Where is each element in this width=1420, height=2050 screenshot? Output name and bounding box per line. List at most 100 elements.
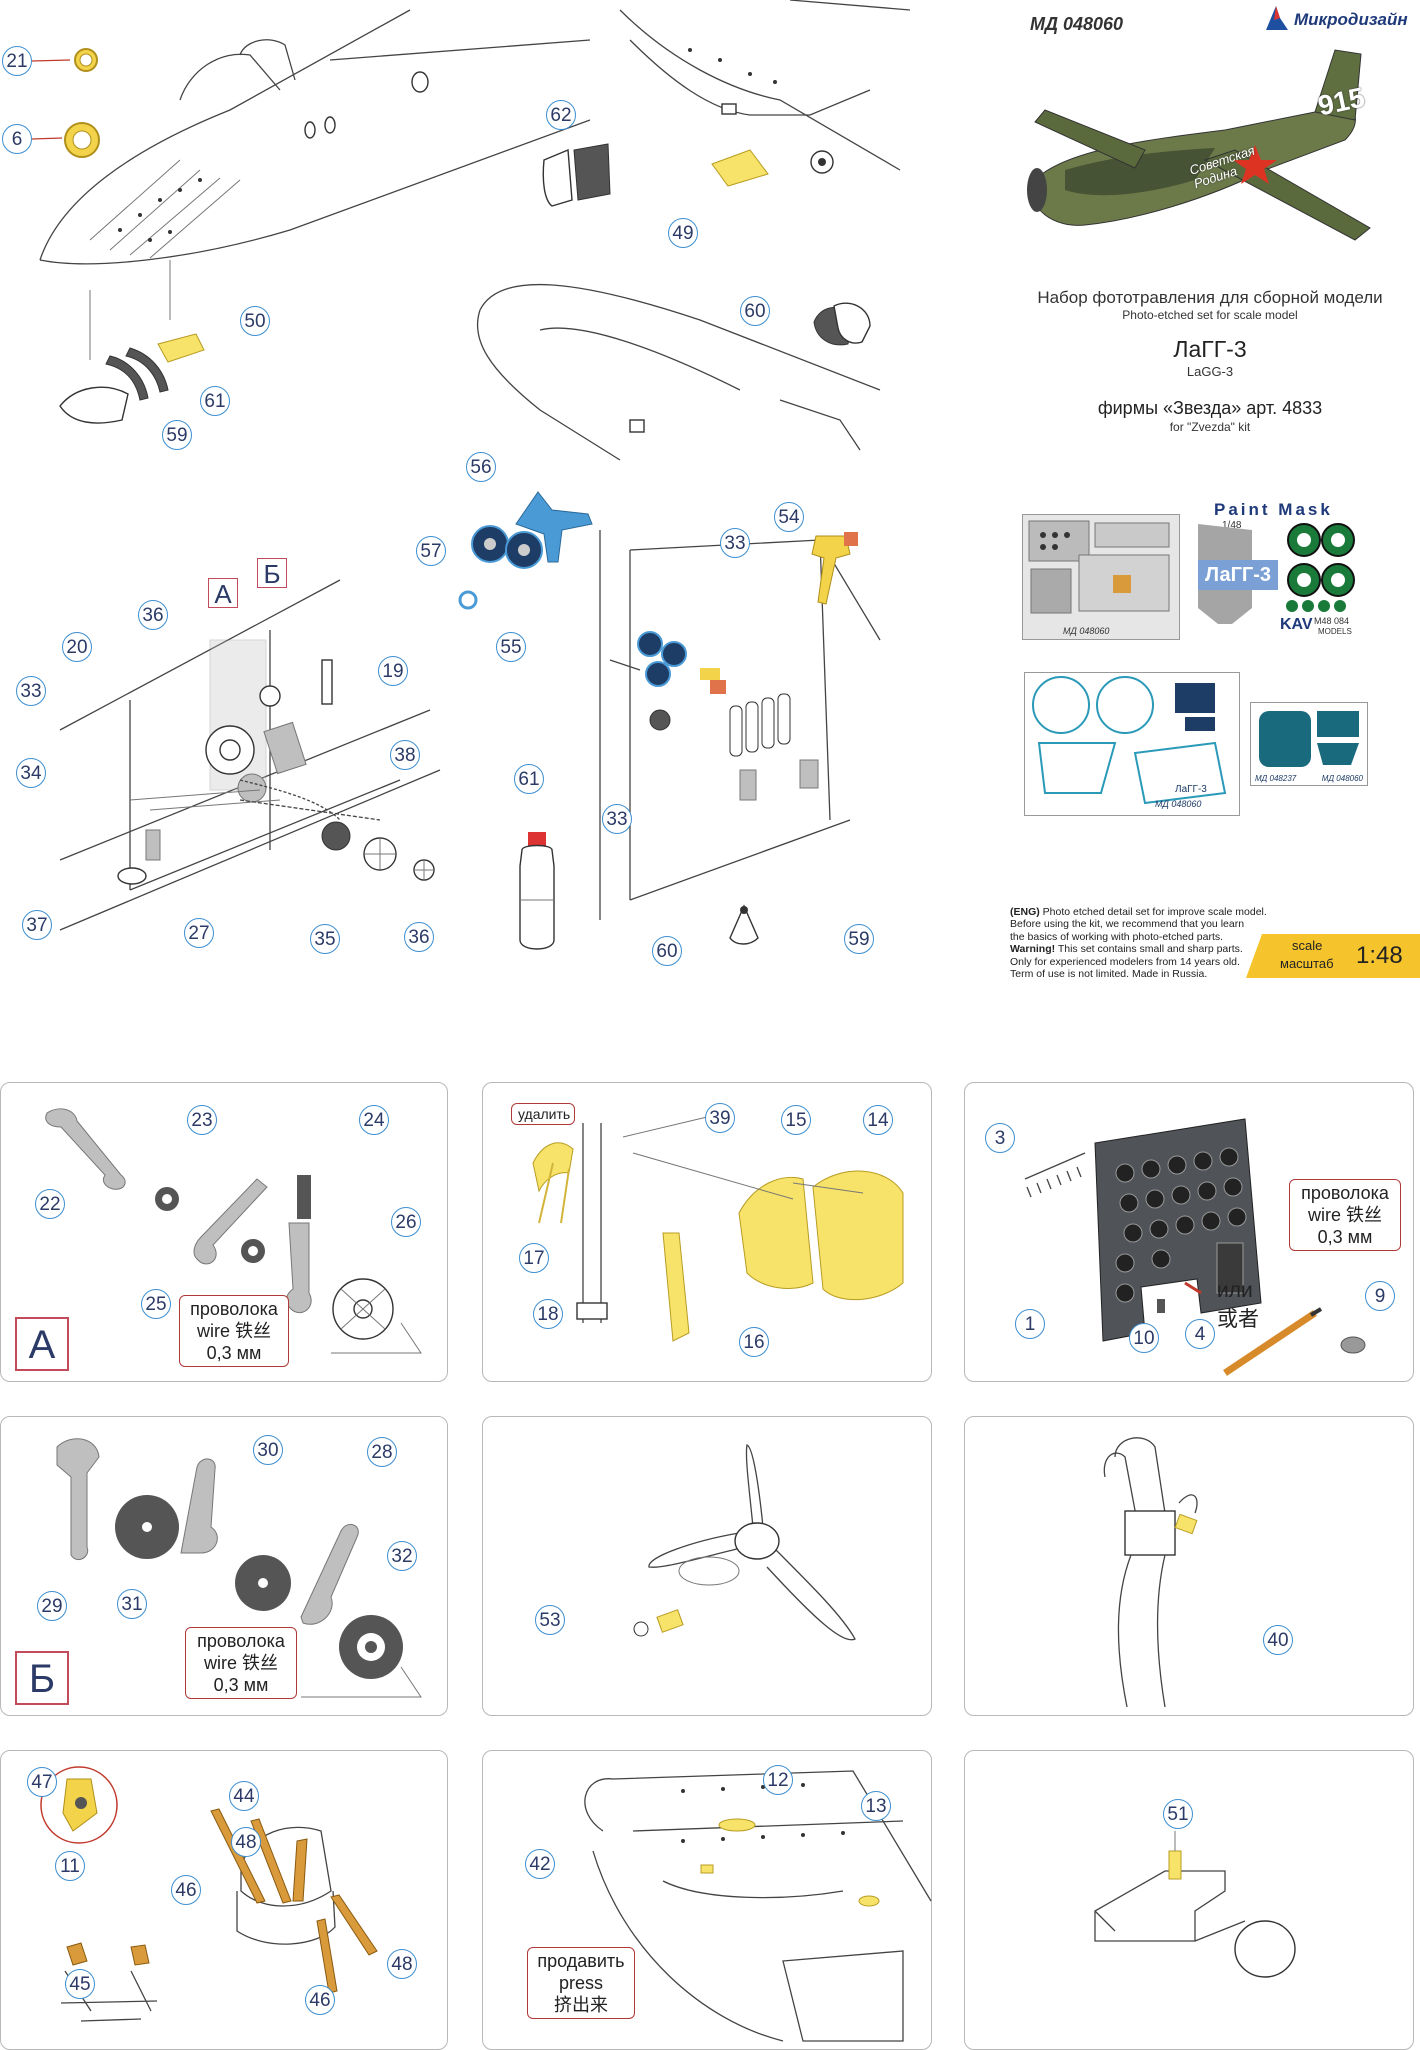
part-56-bracket [515,491,593,563]
aircraft-illustration [1027,49,1371,241]
notice-line-4-text: This set contains small and sharp parts. [1055,943,1243,956]
scale-value: 1:48 [1356,942,1403,969]
panel-cowling-drawing [584,1770,932,2042]
or-note-ru: или [1217,1279,1253,1302]
notice-text: (ENG) Photo etched detail set for improv… [1010,906,1270,980]
part-60-small [729,904,759,945]
model-name-ru: ЛаГГ-3 [1173,336,1247,362]
callout-60b: 60 [652,936,682,966]
wire-ru-2: проволока [1301,1183,1389,1203]
callout-14: 14 [863,1105,893,1135]
wire-ru-3: проволока [197,1631,285,1651]
notice-warning-tag: Warning! [1010,943,1056,956]
wing-drawing [476,283,881,461]
callout-40: 40 [1263,1625,1293,1655]
scale-badge: scale масштаб 1:48 [1246,934,1420,978]
callout-19: 19 [378,656,408,686]
panel-b-drawing [56,1438,422,1698]
wire-en-cn: wire 铁丝 [186,1320,282,1342]
section-letter-b: Б [257,558,287,589]
callout-4: 4 [1185,1319,1215,1349]
notice-line-6: Term of use is not limited. Made in Russ… [1010,968,1208,981]
wire-ru: проволока [190,1299,278,1319]
set-title-en: Photo-etched set for scale model [1122,308,1298,322]
wire-note-a: проволока wire 铁丝 0,3 мм [179,1295,289,1367]
callout-53: 53 [535,1605,565,1635]
wire-note-b: проволока wire 铁丝 0,3 мм [185,1627,297,1699]
pe-fret2-thumbnail: МД 048060 ЛаГГ-3 [1024,672,1240,816]
notice-line-4: Warning! This set contains small and sha… [1010,943,1270,955]
pe-fret-label: МД 048060 [1063,626,1110,636]
callout-60: 60 [740,296,770,326]
remove-note: удалить [511,1103,575,1125]
press-cn: 挤出来 [554,1995,608,2015]
callout-36b: 36 [404,922,434,952]
model-name-en: LaGG-3 [1186,364,1234,379]
callout-48: 48 [231,1827,261,1857]
callout-24: 24 [359,1105,389,1135]
callout-33c: 33 [602,804,632,834]
callout-15: 15 [781,1105,811,1135]
wire-en-2: wire [1307,1205,1341,1225]
callout-62: 62 [546,100,576,130]
part-49-plate [711,149,769,187]
callout-33: 33 [16,676,46,706]
press-ru: продавить [537,1951,625,1971]
callout-49: 49 [668,218,698,248]
callout-23: 23 [187,1105,217,1135]
panel-a-controls: 22 23 24 25 26 А проволока wire 铁丝 0,3 м… [0,1082,448,1382]
brand-logo: Микродизайн [1262,4,1412,34]
part-55-gauges [471,525,543,569]
paint-mask-label: Paint Mask [1214,500,1333,519]
mask-model-label: ЛаГГ-3 [1198,560,1278,590]
mask-models-label: MODELS [1318,627,1352,636]
part-59-cover [59,386,129,424]
callout-37: 37 [22,910,52,940]
callout-30: 30 [253,1435,283,1465]
wire-en-cn-2: wire 铁丝 [1296,1204,1394,1226]
press-en: press [558,1973,603,1993]
panel-seat-mount-drawing [1094,1831,1296,1978]
panel-pedals-drawing [532,1116,904,1342]
panel-seat-mount: 51 [964,1750,1414,2050]
callout-21: 21 [2,46,32,76]
callout-57: 57 [416,536,446,566]
callout-18: 18 [533,1299,563,1329]
kit-ref-en: for "Zvezda" kit [1169,420,1251,434]
cockpit-wall-right [599,530,881,920]
callout-61b: 61 [514,764,544,794]
wire-en-cn-3: wire 铁丝 [192,1652,290,1674]
kit-ref-ru: фирмы «Звезда» арт. 4833 [1097,398,1323,418]
callout-10: 10 [1129,1323,1159,1353]
panel-instruments: 3 1 10 4 9 или 或者 проволока wire 铁丝 0,3 … [964,1082,1414,1382]
callout-9: 9 [1365,1281,1395,1311]
notice-line-1-text: Photo etched detail set for improve scal… [1039,906,1267,918]
part-57-ring [458,590,478,610]
callout-28: 28 [367,1437,397,1467]
panel-propeller-drawing [633,1444,856,1641]
scale-label-en: scale [1292,938,1323,953]
pe-fret2-code: МД 048060 [1155,799,1202,809]
callout-50: 50 [240,306,270,336]
callout-42: 42 [525,1849,555,1879]
callout-55: 55 [496,632,526,662]
callout-6: 6 [2,124,32,154]
mask-code: M48 084 [1314,616,1350,626]
part-62-flaps [542,143,611,207]
section-letter-a: А [208,578,238,609]
callout-leaders-top-left [31,59,71,140]
part-61-bottle [519,832,555,950]
wire-size: 0,3 мм [206,1343,262,1363]
wire-cn-2: 铁丝 [1346,1205,1383,1225]
panel-seat-drawing [40,1766,378,2022]
callout-33b: 33 [720,528,750,558]
part-61-strips [105,347,169,401]
kav-logo: KAV [1280,616,1313,633]
wire-cn: 铁丝 [235,1321,272,1341]
scale-label-ru: масштаб [1280,956,1334,971]
callout-36: 36 [138,600,168,630]
callout-35: 35 [310,924,340,954]
callout-1: 1 [1015,1309,1045,1339]
callout-11: 11 [55,1851,85,1881]
callout-46: 46 [171,1875,201,1905]
